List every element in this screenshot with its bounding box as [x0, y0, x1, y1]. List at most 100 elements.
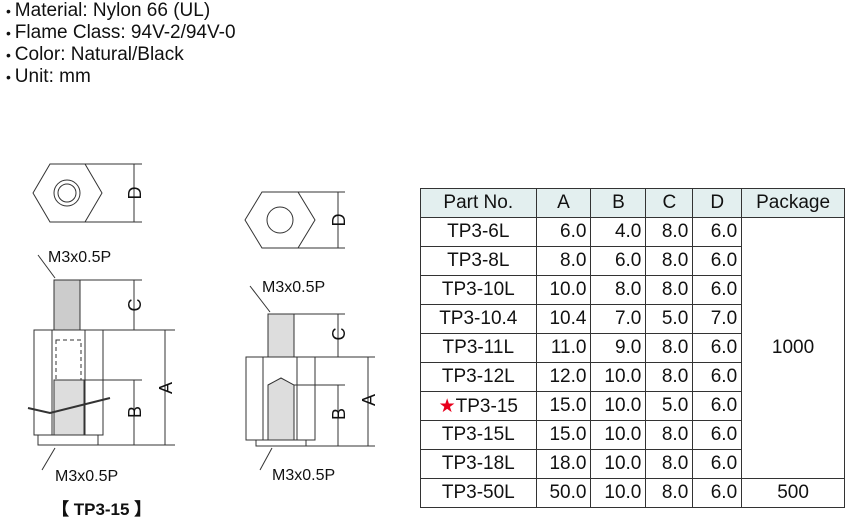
dimension-cell: 6.0 [590, 246, 647, 276]
cell-text: 10.0 [604, 366, 642, 387]
dimension-cell: 10.0 [590, 362, 647, 392]
cell-text: 8.0 [661, 250, 689, 271]
spec-list: Material: Nylon 66 (UL) Flame Class: 94V… [6, 0, 236, 88]
cell-text: 6.0 [710, 453, 738, 474]
dimension-cell: 5.0 [645, 391, 694, 421]
thread-label-top: M3x0.5P [48, 249, 111, 266]
cell-text: 8.0 [661, 221, 689, 242]
tp3-15-top-view: D [32, 163, 145, 223]
package-cell: 500 [741, 478, 845, 508]
header-part-no: Part No. [420, 188, 537, 218]
cell-text: 15.0 [549, 395, 587, 416]
dimension-cell: 6.0 [692, 362, 743, 392]
package-cell: 1000 [741, 217, 845, 479]
spec-table: Part No. A B C D Package TP3-6L 6.0 4.0 8.0… [420, 188, 845, 508]
part-number-cell: TP3-10.4 [420, 304, 537, 334]
header-a: A [535, 188, 592, 218]
cell-text: TP3-8L [447, 250, 510, 271]
dim-c-label: C [125, 299, 145, 312]
tp3-generic-top-view: D [244, 191, 349, 249]
cell-text: 10.0 [604, 482, 642, 503]
tp3-15-side-view: M3x0.5P M3x0.5P C B A 【 TP3-15 】 [27, 249, 176, 519]
part-number-cell: TP3-8L [420, 246, 537, 276]
table-header-row: Part No. A B C D Package [420, 188, 845, 218]
header-c: C [645, 188, 694, 218]
dimension-cell: 10.0 [535, 275, 592, 305]
cell-text: 8.0 [661, 366, 689, 387]
dimension-cell: 10.4 [535, 304, 592, 334]
dimension-cell: 8.0 [645, 275, 694, 305]
dimension-cell: 11.0 [535, 333, 592, 363]
cell-text: 12.0 [549, 366, 587, 387]
cell-text: 4.0 [614, 221, 642, 242]
tp3-generic-side-view: M3x0.5P M3x0.5P C B A [245, 279, 379, 484]
dim-a-label: A [156, 382, 176, 394]
dimension-cell: 8.0 [645, 478, 694, 508]
dimension-cell: 6.0 [692, 449, 743, 479]
header-package: Package [741, 188, 845, 218]
cell-text: 50.0 [549, 482, 587, 503]
cell-text: 10.0 [549, 279, 587, 300]
dimension-cell: 10.0 [590, 478, 647, 508]
cell-text: 7.0 [614, 308, 642, 329]
header-d: D [692, 188, 743, 218]
cell-text: 8.0 [661, 337, 689, 358]
cell-text: 5.0 [661, 395, 689, 416]
cell-text: 10.0 [604, 453, 642, 474]
part-number-cell: TP3-6L [420, 217, 537, 247]
cell-text: 6.0 [560, 221, 587, 242]
dimension-cell: 5.0 [645, 304, 694, 334]
cell-text: TP3-50L [441, 482, 515, 503]
dimension-cell: 6.0 [692, 275, 743, 305]
cell-text: 6.0 [710, 250, 738, 271]
dimension-cell: 8.0 [645, 362, 694, 392]
cell-text: 8.0 [661, 279, 689, 300]
cell-text: 7.0 [710, 308, 738, 329]
part-number-cell: TP3-50L [420, 478, 537, 508]
dimension-cell: 8.0 [645, 217, 694, 247]
dimension-cell: 4.0 [590, 217, 647, 247]
cell-text: 8.0 [614, 279, 642, 300]
cell-text: 10.4 [549, 308, 587, 329]
dimension-cell: 10.0 [590, 391, 647, 421]
cell-text: 8.0 [661, 424, 689, 445]
dimension-cell: 7.0 [692, 304, 743, 334]
cell-text: 5.0 [661, 308, 689, 329]
cell-text: 6.0 [710, 337, 738, 358]
dimension-cell: 8.0 [645, 246, 694, 276]
spec-unit: Unit: mm [6, 66, 236, 88]
spec-material: Material: Nylon 66 (UL) [6, 0, 236, 22]
header-b: B [590, 188, 647, 218]
cell-text: 9.0 [614, 337, 642, 358]
technical-drawing: D M3x0.5P M3x0.5P C B A 【 TP3-15 】 D [27, 163, 379, 519]
cell-text: TP3-10.4 [439, 308, 518, 329]
star-icon: ★ [438, 395, 456, 417]
dimension-cell: 18.0 [535, 449, 592, 479]
cell-text: 18.0 [549, 453, 587, 474]
cell-text: TP3-10L [441, 279, 515, 300]
dim-b-label: B [125, 406, 145, 418]
cell-text: TP3-11L [442, 337, 515, 358]
dimension-cell: 7.0 [590, 304, 647, 334]
cell-text: 6.0 [710, 221, 738, 242]
cell-text: TP3-15L [441, 424, 515, 445]
spec-flame-class: Flame Class: 94V-2/94V-0 [6, 22, 236, 44]
part-number-cell: TP3-12L [420, 362, 537, 392]
dimension-cell: 6.0 [692, 391, 743, 421]
thread-label-top-2: M3x0.5P [262, 279, 325, 296]
dimension-cell: 15.0 [535, 420, 592, 450]
dim-d-label: D [125, 187, 145, 200]
cell-text: 10.0 [604, 424, 642, 445]
dim-b-label-2: B [329, 408, 349, 420]
cell-text: 11.0 [550, 337, 587, 358]
drawing-caption: 【 TP3-15 】 [52, 499, 151, 519]
cell-text: TP3-18L [441, 453, 515, 474]
cell-text: 6.0 [710, 482, 738, 503]
